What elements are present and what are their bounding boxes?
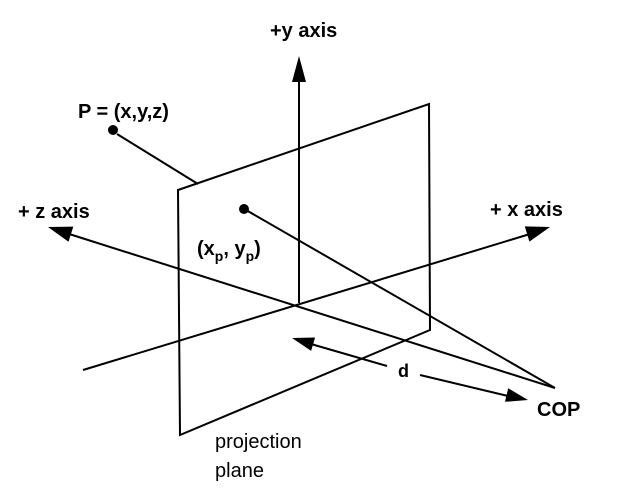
y-axis-arrowhead-icon <box>292 56 306 82</box>
distance-d-label: d <box>398 361 409 381</box>
p-to-plane-line <box>116 133 199 185</box>
projection-plane-label-line1: projection <box>215 431 302 453</box>
projected-point-label-close: ) <box>254 238 261 260</box>
projected-point-label-sub-y: p <box>246 248 255 264</box>
projected-point-label-sub-x: p <box>215 248 224 264</box>
z-axis-label: + z axis <box>18 201 90 223</box>
d-to-plane-arrow-line <box>310 343 388 367</box>
cop-label: COP <box>537 399 580 421</box>
y-axis-label: +y axis <box>270 20 337 42</box>
x-axis-label: + x axis <box>490 199 563 221</box>
d-to-cop-arrowhead-icon <box>505 388 528 402</box>
projected-point-label-open: (x <box>197 238 215 260</box>
x-axis-line <box>82 233 531 371</box>
x-axis-arrowhead-icon <box>524 226 550 242</box>
z-axis-arrowhead-icon <box>48 226 74 242</box>
d-to-cop-arrow-line <box>419 374 509 397</box>
projected-point-label: (xp, yp) <box>197 238 261 264</box>
d-to-plane-arrowhead-icon <box>292 337 316 351</box>
z-axis-line <box>65 232 556 389</box>
projector-line <box>245 209 556 389</box>
point-p-label: P = (x,y,z) <box>78 101 169 123</box>
projection-plane-label-line2: plane <box>215 460 264 482</box>
projection-plane-outline <box>176 102 432 437</box>
projected-point-dot <box>239 204 249 214</box>
projected-point-label-mid: , y <box>223 238 246 260</box>
point-p-dot <box>108 125 118 135</box>
